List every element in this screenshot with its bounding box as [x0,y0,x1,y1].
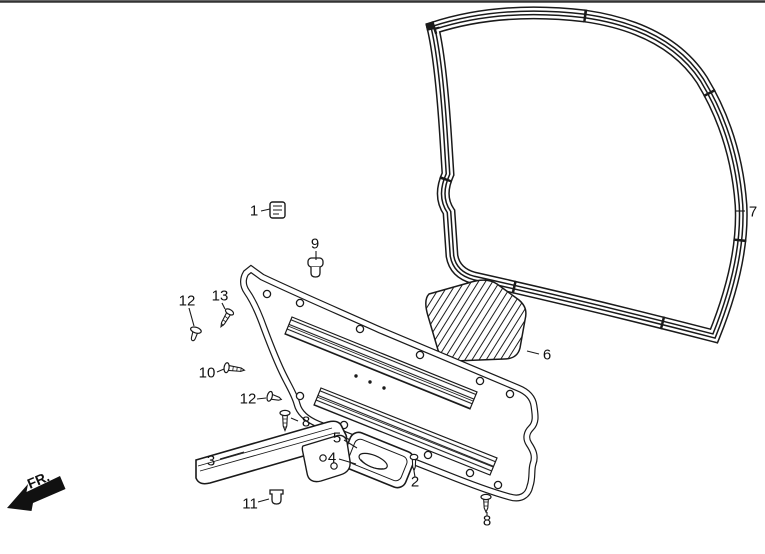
screw-part-8a [279,409,291,432]
grommet-part-9 [307,257,324,278]
part-callout-4: 4 [327,449,337,467]
part-callout-10: 10 [198,364,216,382]
vent-slot-band-lower [313,387,498,476]
clip-part-11 [269,489,284,505]
part-callout-8a: 8 [301,413,311,431]
screw-part-8b [480,493,492,514]
part-callout-12a: 12 [178,292,196,310]
panel-center-dots [354,374,386,390]
vent-slot-band-upper [284,316,478,410]
pin-part-12a [190,326,202,342]
screw-part-13 [220,308,235,328]
part-callout-6: 6 [542,346,552,364]
part-callout-12b: 12 [239,390,257,408]
part-callout-13: 13 [211,287,229,305]
lining-panel-part-4 [244,269,536,498]
screw-part-10 [223,362,246,374]
part-callout-7: 7 [748,203,758,221]
part-callout-1: 1 [249,202,259,220]
leader-lines [188,208,745,516]
part-callout-9: 9 [310,235,320,253]
part-callout-2: 2 [410,473,420,491]
bolt-part-2 [409,453,419,473]
part-callout-3: 3 [206,452,216,470]
part-callout-8b: 8 [482,512,492,530]
panel-screw-holes [262,289,515,490]
handle-pocket-part-5 [341,431,415,489]
sill-garnish-part-3 [195,420,351,485]
fr-arrow-icon [7,476,66,511]
part-callout-5: 5 [332,429,342,447]
part-callout-11: 11 [242,495,258,513]
clip-part-1 [269,201,286,219]
pin-part-12b [266,390,283,402]
